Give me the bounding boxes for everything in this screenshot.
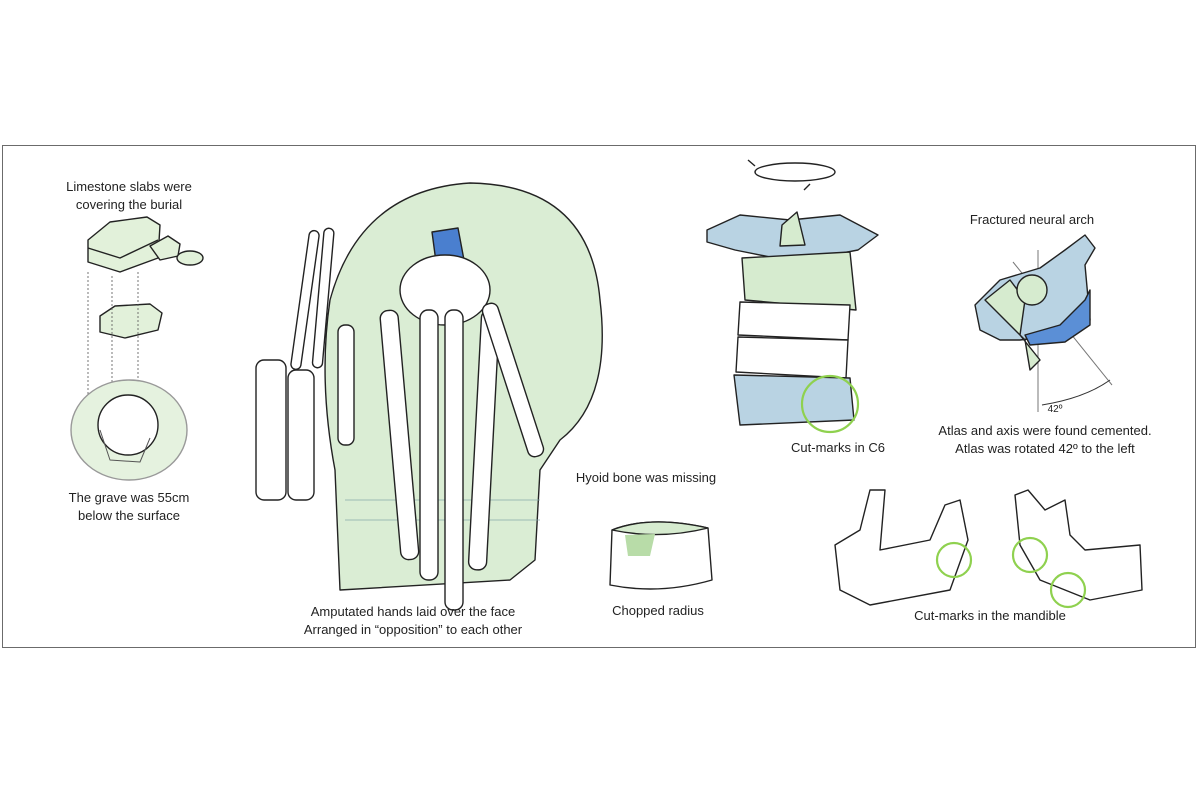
atlas-label-line1: Atlas and axis were found cemented. (938, 423, 1152, 438)
cut-mark-ring-mandible-3 (1049, 571, 1087, 609)
grave-pit (70, 379, 188, 481)
angle-label: 42º (1047, 404, 1063, 415)
radius-label: Chopped radius (612, 603, 704, 618)
slabs-label-line1: Limestone slabs were (66, 179, 192, 194)
mandibles (834, 489, 1143, 606)
figure-frame (2, 145, 1196, 648)
slabs-label-line2: covering the burial (75, 197, 183, 212)
atlas-label-line2: Atlas was rotated 42º to the left (955, 441, 1135, 456)
chopped-radius (609, 521, 713, 590)
cut-mark-ring-c6 (800, 374, 860, 434)
atlas-axis (974, 234, 1113, 412)
grave-label-line1: The grave was 55cm (68, 490, 190, 505)
rotation-arrow-icon (747, 159, 836, 191)
mandible-label: Cut-marks in the mandible (914, 608, 1066, 623)
hyoid-label: Hyoid bone was missing (575, 470, 717, 485)
hands-label-line2: Arranged in “opposition” to each other (303, 622, 523, 637)
hands-label: Amputated hands laid over the face Arran… (304, 603, 522, 639)
amputated-hands (255, 227, 545, 611)
slabs-label: Limestone slabs were covering the burial (66, 178, 192, 214)
atlas-label: Atlas and axis were found cemented. Atla… (938, 422, 1151, 458)
cut-mark-ring-mandible-2 (1011, 536, 1049, 574)
limestone-slabs (87, 216, 204, 420)
grave-label: The grave was 55cm below the surface (69, 489, 190, 525)
grave-label-line2: below the surface (78, 508, 180, 523)
c6-label: Cut-marks in C6 (791, 440, 885, 455)
hands-label-line1: Amputated hands laid over the face (310, 604, 516, 619)
cervical-spine (706, 211, 879, 426)
cut-mark-ring-mandible-1 (935, 541, 973, 579)
neural-arch-label: Fractured neural arch (969, 212, 1095, 227)
